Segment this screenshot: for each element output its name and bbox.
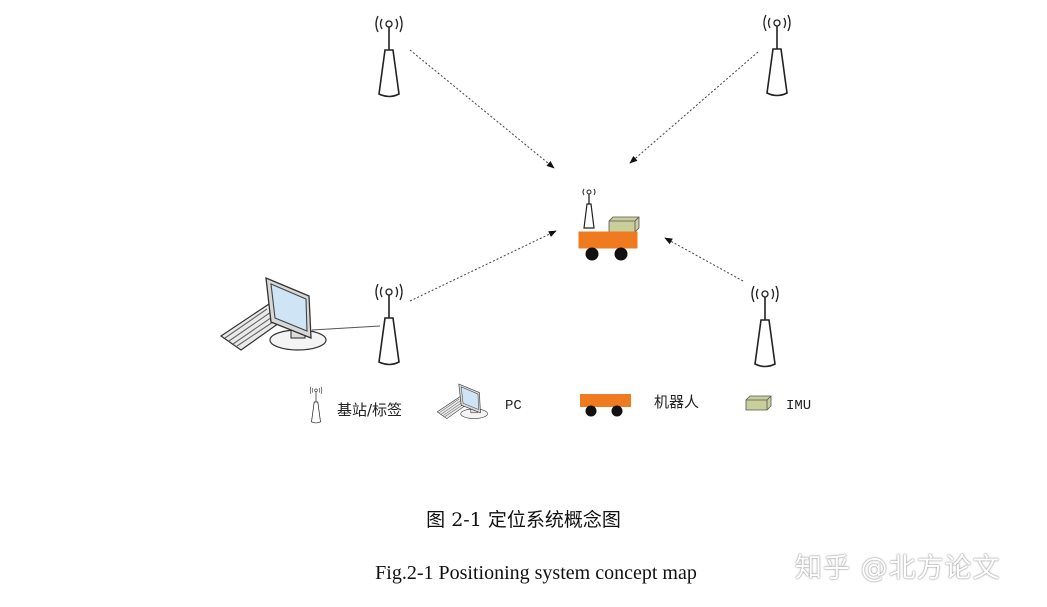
legend-robot-icon bbox=[580, 394, 631, 417]
legend-robot-label: 机器人 bbox=[654, 393, 700, 411]
legend-station-label: 基站/标签 bbox=[337, 401, 403, 419]
figure-caption-english: Fig.2-1 Positioning system concept map bbox=[375, 562, 697, 584]
figure-caption-chinese: 图 2-1 定位系统概念图 bbox=[426, 509, 621, 531]
antenna-tower-icon bbox=[751, 285, 779, 368]
antenna-tower-icon bbox=[375, 15, 403, 98]
legend-station-icon bbox=[309, 386, 323, 424]
watermark: 知乎 @北方论文 bbox=[795, 553, 1001, 584]
legend-pc-icon bbox=[436, 383, 488, 419]
signal-line-top-left bbox=[409, 49, 555, 169]
antenna-tower-icon bbox=[763, 14, 791, 97]
antenna-tower-icon bbox=[375, 283, 403, 366]
pc-icon bbox=[220, 277, 327, 351]
signal-line-bottom-right bbox=[664, 237, 744, 282]
legend-pc-label: PC bbox=[505, 398, 522, 414]
legend-imu-label: IMU bbox=[786, 398, 812, 414]
signal-line-top-right bbox=[629, 51, 759, 164]
legend-imu-icon bbox=[745, 395, 772, 411]
pc-cable bbox=[311, 325, 381, 331]
signal-line-bottom-left bbox=[409, 230, 557, 302]
robot-icon bbox=[578, 188, 640, 262]
